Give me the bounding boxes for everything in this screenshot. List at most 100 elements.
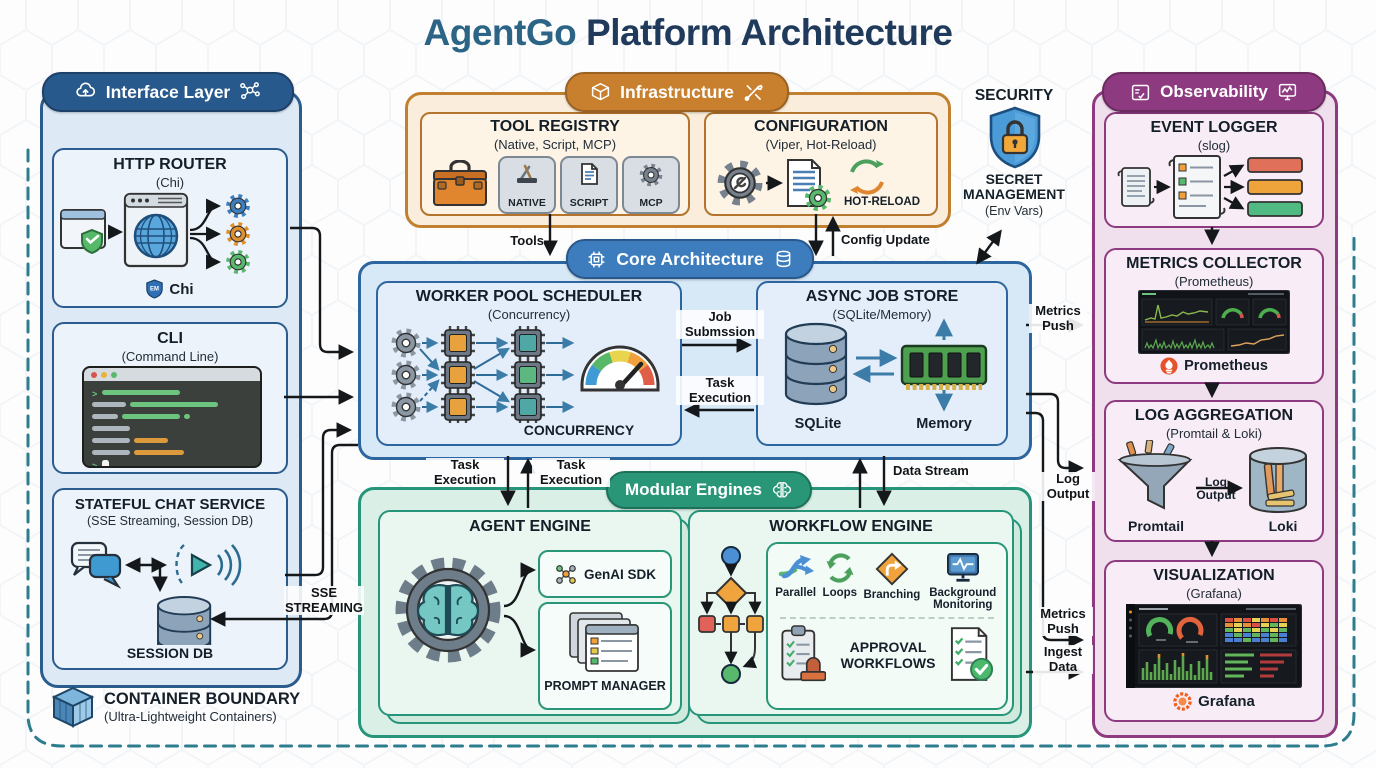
mcp-gear-icon xyxy=(636,162,666,188)
script-document-icon xyxy=(581,163,598,185)
log-output-inner-label: Log Output xyxy=(1196,475,1236,503)
tool-registry-title: TOOL REGISTRY xyxy=(490,118,620,135)
metrics-collector-box: METRICS COLLECTOR (Prometheus) Prometheu… xyxy=(1104,248,1324,384)
log-window-icon xyxy=(1132,84,1150,100)
feature-loops-label: Loops xyxy=(822,587,858,599)
gear-icon xyxy=(395,364,417,386)
monitor-pulse-icon xyxy=(946,552,979,582)
chat-service-graphic xyxy=(70,541,242,645)
log-aggregation-graphic xyxy=(1117,440,1307,513)
grafana-brand-row: Grafana xyxy=(1106,692,1322,711)
terminal-maximize-dot xyxy=(111,371,117,378)
approval-checklist-icon xyxy=(950,627,994,681)
feature-parallel-label: Parallel xyxy=(775,587,817,599)
observability-title: Observability xyxy=(1160,82,1268,101)
workflow-engine-title: WORKFLOW ENGINE xyxy=(769,518,933,535)
approval-workflows-label: APPROVAL WORKFLOWS xyxy=(840,639,936,672)
promtail-label: Promtail xyxy=(1127,518,1184,534)
gear-icon xyxy=(229,197,247,215)
chat-service-box: STATEFUL CHAT SERVICE (SSE Streaming, Se… xyxy=(52,488,288,670)
label-data-stream: Data Stream xyxy=(893,463,993,479)
agent-brain-gear-icon xyxy=(395,557,501,663)
brain-icon xyxy=(772,482,791,498)
parallel-icon xyxy=(778,555,814,579)
visualization-box: VISUALIZATION (Grafana) xyxy=(1104,560,1324,722)
security-shield-lock-icon xyxy=(989,106,1041,169)
grafana-bars xyxy=(1141,653,1213,680)
cloud-upload-icon xyxy=(76,82,95,97)
label-log-output: Log Output xyxy=(1041,471,1095,502)
worker-chip xyxy=(439,324,477,362)
cli-title: CLI xyxy=(157,330,183,347)
http-router-subtitle: (Chi) xyxy=(155,175,185,190)
cli-box: CLI (Command Line) > > xyxy=(52,322,288,474)
label-metrics-push-bottom: Metrics Push xyxy=(1033,606,1093,637)
log-aggregation-subtitle: (Promtail & Loki) xyxy=(1165,426,1263,441)
shield-check-icon xyxy=(81,228,103,255)
sse-stream-icon xyxy=(175,544,242,586)
chi-label: Chi xyxy=(169,280,194,298)
label-task-execution-right: Task Execution xyxy=(532,457,610,488)
concurrency-gauge-label: CONCURRENCY xyxy=(523,422,635,438)
prometheus-brand-label: Prometheus xyxy=(1184,358,1268,374)
core-architecture-header: Core Architecture xyxy=(566,239,814,279)
chat-service-subtitle: (SSE Streaming, Session DB) xyxy=(86,514,254,528)
event-logger-title: EVENT LOGGER xyxy=(1150,119,1278,136)
prompt-manager-box: PROMPT MANAGER xyxy=(538,602,672,710)
configuration-box: CONFIGURATION (Viper, Hot-Reload) HOT-RE… xyxy=(704,112,938,216)
tool-registry-subtitle: (Native, Script, MCP) xyxy=(493,137,617,152)
network-icon xyxy=(240,82,261,100)
observability-header: Observability xyxy=(1102,72,1326,112)
structured-log-scroll-icon xyxy=(1168,155,1226,219)
prometheus-logo-icon xyxy=(1160,357,1178,375)
tile-native-label: NATIVE xyxy=(508,197,546,209)
scheduler-subtitle: (Concurrency) xyxy=(487,307,571,322)
async-job-store-box: ASYNC JOB STORE (SQLite/Memory) SQLite M… xyxy=(756,281,1008,446)
feature-parallel: Parallel xyxy=(775,552,816,599)
chi-badge-text: EM xyxy=(150,287,159,293)
sqlite-cylinder xyxy=(784,322,848,406)
configuration-title: CONFIGURATION xyxy=(754,118,888,135)
configuration-graphic xyxy=(714,159,884,212)
job-store-title: ASYNC JOB STORE xyxy=(805,288,959,305)
feature-background-monitoring-label: Background Monitoring xyxy=(929,587,997,612)
promtail-funnel-icon xyxy=(1117,440,1193,510)
job-store-graphic xyxy=(784,318,988,412)
worker-pool-scheduler-box: WORKER POOL SCHEDULER (Concurrency) xyxy=(376,281,682,446)
tile-mcp: MCP xyxy=(622,156,680,214)
chat-bubbles-icon xyxy=(70,541,122,589)
terminal-close-dot xyxy=(91,371,97,378)
interface-layer-header: Interface Layer xyxy=(42,72,294,112)
infrastructure-header: Infrastructure xyxy=(565,72,789,112)
log-aggregation-box: LOG AGGREGATION (Promtail & Loki) Promta… xyxy=(1104,400,1324,542)
feature-loops: Loops xyxy=(822,552,858,599)
http-router-graphic xyxy=(60,192,282,280)
worker-chip xyxy=(439,388,477,423)
database-icon xyxy=(776,250,790,267)
log-aggregation-title: LOG AGGREGATION xyxy=(1134,407,1294,424)
tile-script-label: SCRIPT xyxy=(569,197,609,209)
prometheus-dashboard-thumbnail xyxy=(1138,290,1290,354)
feature-background-monitoring: Background Monitoring xyxy=(927,552,999,611)
workflow-features-box: Parallel Loops Branching xyxy=(766,542,1008,710)
gear-icon xyxy=(395,396,417,418)
prompt-manager-label: PROMPT MANAGER xyxy=(544,679,666,693)
log-level-bar-info xyxy=(1247,201,1303,217)
small-log-scroll-icon xyxy=(1117,167,1155,207)
interface-layer-title: Interface Layer xyxy=(105,81,231,102)
chi-badge-row: EM Chi xyxy=(54,279,286,299)
loki-cylinder-icon xyxy=(1249,447,1307,513)
container-boundary-title: CONTAINER BOUNDARY xyxy=(104,690,301,708)
gear-icon xyxy=(395,332,417,354)
loops-icon xyxy=(826,553,854,583)
tile-mcp-label: MCP xyxy=(639,197,663,209)
genai-network-icon xyxy=(556,565,576,584)
cli-subtitle: (Command Line) xyxy=(121,349,219,364)
scheduler-title: WORKER POOL SCHEDULER xyxy=(415,288,643,305)
event-logger-graphic xyxy=(1117,155,1303,219)
label-tools: Tools xyxy=(490,233,544,249)
concurrency-gauge xyxy=(580,345,660,392)
native-tools-icon xyxy=(517,164,537,183)
title-rest: Platform Architecture xyxy=(586,12,953,53)
config-file-icon xyxy=(787,159,828,208)
